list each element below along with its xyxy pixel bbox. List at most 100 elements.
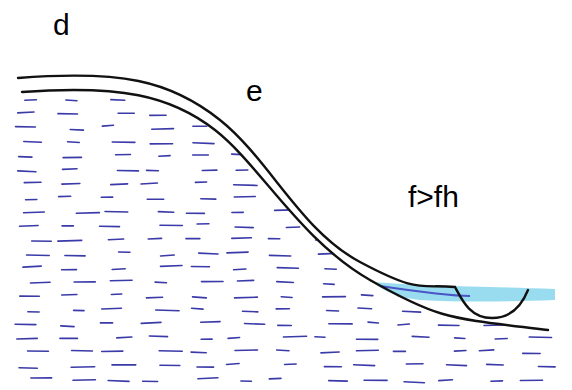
water-dash (202, 169, 217, 171)
region-label: e (246, 76, 263, 106)
water-dash (327, 310, 339, 312)
water-dash (59, 195, 71, 197)
water-dash (477, 182, 489, 184)
water-dash (73, 379, 95, 381)
water-dash (199, 252, 218, 254)
water-dash (23, 265, 41, 268)
water-dash (143, 380, 158, 382)
water-dash (484, 226, 502, 228)
water-dash (25, 99, 37, 101)
water-dash (186, 212, 204, 214)
water-dash (24, 211, 45, 213)
water-dash (141, 182, 157, 185)
water-dash (525, 212, 535, 215)
water-dash (15, 324, 36, 326)
water-dash (453, 168, 466, 170)
water-dash (404, 381, 424, 384)
water-dash (487, 364, 504, 366)
water-dash (404, 99, 416, 101)
water-dash (62, 294, 77, 296)
water-dash (407, 269, 420, 271)
water-dash (321, 125, 337, 127)
water-dash (237, 280, 253, 282)
water-dash (232, 237, 252, 239)
water-dash (364, 379, 387, 381)
water-dash (321, 351, 339, 353)
water-dash (111, 183, 128, 185)
water-dash (117, 336, 132, 338)
water-dash (329, 380, 348, 382)
water-dash (522, 266, 541, 268)
region-label: d (53, 10, 70, 40)
water-dash (368, 241, 384, 243)
water-dash (322, 224, 343, 226)
water-dashes (15, 98, 558, 383)
water-dash (270, 181, 292, 184)
water-dash (72, 350, 93, 352)
water-dash (317, 99, 336, 101)
water-dash (482, 308, 506, 311)
water-dash (235, 296, 258, 298)
water-dash (486, 115, 504, 117)
water-dash (235, 226, 253, 228)
water-dash (412, 336, 429, 338)
water-dash (450, 155, 463, 157)
water-dash (31, 377, 52, 379)
water-dash (285, 363, 297, 365)
water-dash (361, 141, 383, 143)
water-dash (62, 183, 80, 185)
water-dash (161, 254, 175, 256)
water-dash (324, 283, 334, 285)
water-dash (404, 154, 419, 156)
water-dash (528, 197, 538, 199)
water-dash (398, 115, 408, 117)
water-dash (201, 198, 216, 200)
water-dash (116, 154, 131, 156)
water-dash (406, 251, 419, 253)
water-dash (19, 367, 37, 369)
water-dash (232, 212, 243, 214)
water-dash (102, 307, 122, 309)
water-dash (525, 279, 546, 281)
water-dash (437, 252, 453, 254)
water-dash (193, 154, 209, 156)
water-dash (276, 140, 300, 142)
water-dash (32, 240, 52, 242)
water-dash (538, 366, 555, 368)
water-dash (320, 111, 335, 113)
water-dash (435, 266, 453, 268)
water-dash (494, 267, 508, 269)
water-dash (281, 296, 292, 298)
water-dash (68, 141, 80, 143)
water-dash (24, 181, 41, 183)
water-dash (159, 350, 182, 352)
water-dash (455, 337, 465, 339)
water-dash (19, 156, 32, 158)
water-dash (234, 268, 246, 270)
water-dash (351, 182, 370, 184)
water-dash (62, 269, 77, 271)
water-dash (448, 139, 467, 141)
water-dash (100, 322, 112, 324)
water-dash (195, 181, 206, 183)
water-dash (105, 211, 128, 213)
water-dash (242, 310, 257, 312)
water-dash (529, 336, 551, 338)
water-dash (393, 351, 405, 353)
water-dash (479, 349, 493, 351)
water-dash (368, 321, 378, 323)
water-dash (150, 143, 172, 145)
water-dash (235, 349, 258, 351)
water-dash (322, 141, 343, 143)
water-dash (198, 377, 218, 380)
water-dash (18, 111, 34, 113)
water-dash (60, 338, 78, 340)
water-dash (482, 100, 499, 102)
water-dash (191, 266, 209, 268)
water-dash (454, 350, 466, 352)
water-dash (141, 322, 161, 325)
water-dash (24, 141, 42, 143)
water-dash (479, 128, 490, 130)
water-dash (286, 115, 306, 117)
water-dash (278, 325, 292, 327)
